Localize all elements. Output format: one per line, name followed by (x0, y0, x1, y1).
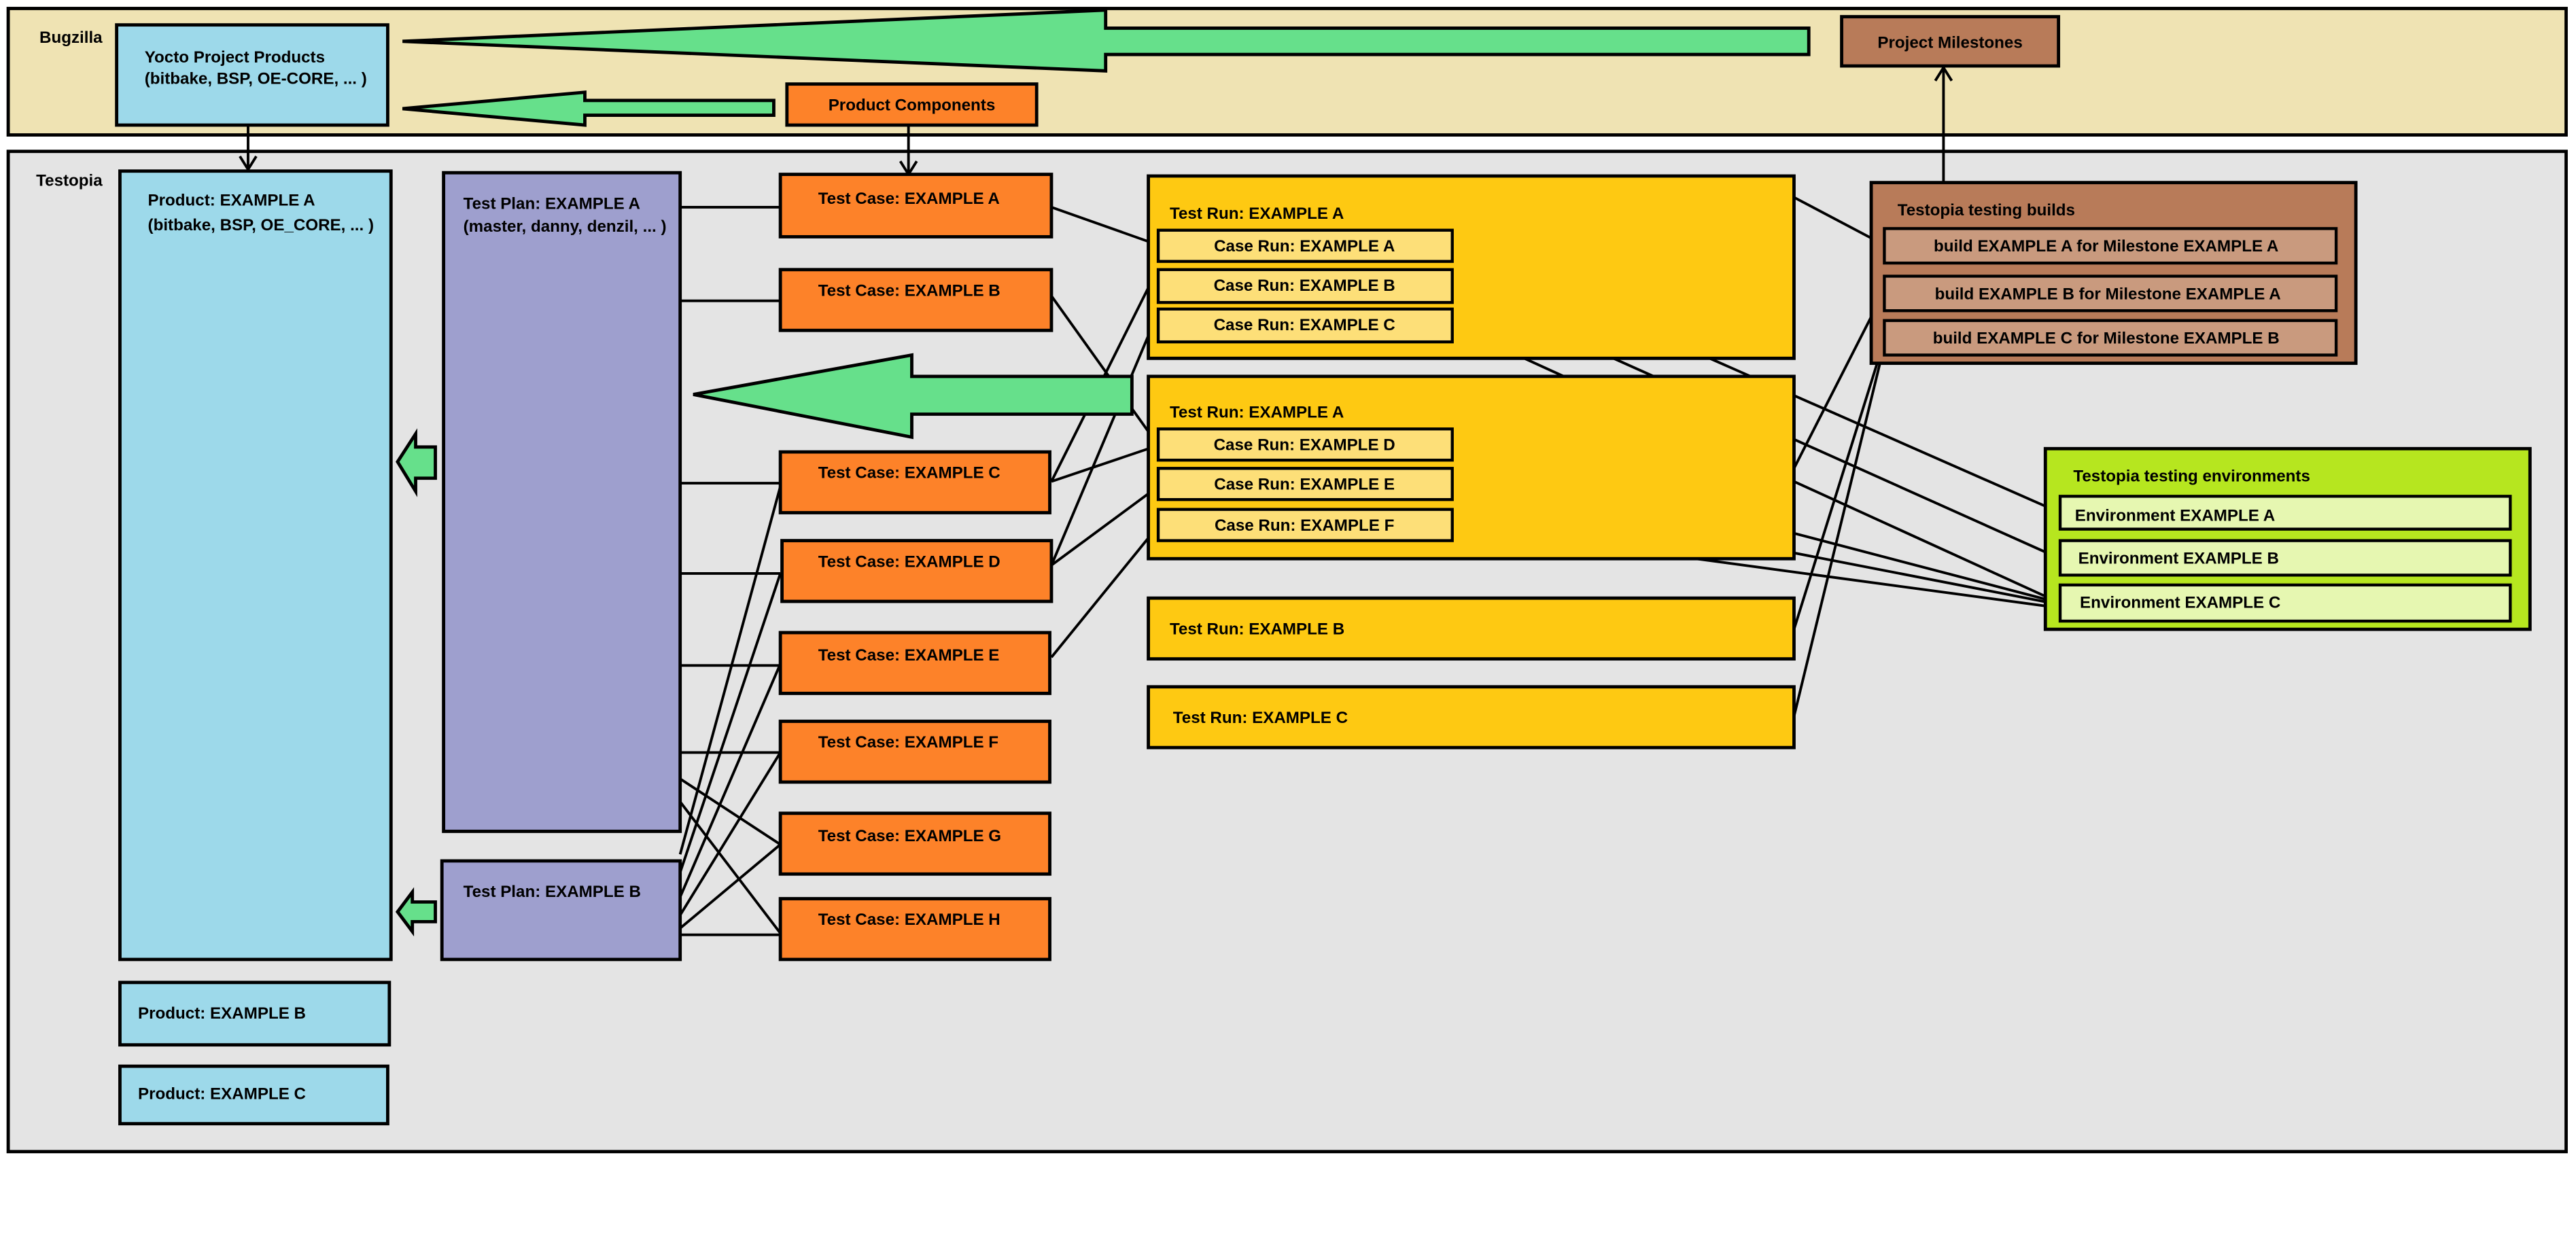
yocto-products-subtitle: (bitbake, BSP, OE-CORE, ... ) (145, 70, 367, 88)
build-label: build EXAMPLE B for Milestone EXAMPLE A (1935, 285, 2281, 303)
test-case-label: Test Case: EXAMPLE A (818, 190, 1000, 208)
build-item-c[interactable]: build EXAMPLE C for Milestone EXAMPLE B (1883, 319, 2338, 357)
product-box-a[interactable]: Product: EXAMPLE A (bitbake, BSP, OE_COR… (118, 169, 393, 962)
connector-line (1050, 311, 1160, 566)
testopia-label: Testopia (36, 172, 103, 190)
test-case-label: Test Case: EXAMPLE D (818, 552, 1000, 571)
test-run-label: Test Run: EXAMPLE A (1170, 403, 1344, 421)
test-case-label: Test Case: EXAMPLE C (818, 464, 1000, 482)
test-case-box-e[interactable]: Test Case: EXAMPLE E (778, 631, 1051, 695)
project-milestones-label: Project Milestones (1877, 33, 2022, 52)
environment-item-a[interactable]: Environment EXAMPLE A (2058, 495, 2512, 531)
connector-line (1792, 290, 1886, 470)
case-run-box-d[interactable]: Case Run: EXAMPLE D (1156, 427, 1454, 462)
connector-line (678, 663, 782, 898)
build-item-a[interactable]: build EXAMPLE A for Milestone EXAMPLE A (1883, 227, 2338, 265)
connector-line (1050, 485, 1160, 567)
environment-label: Environment EXAMPLE C (2080, 594, 2280, 612)
test-case-label: Test Case: EXAMPLE F (818, 733, 998, 752)
product-components-label: Product Components (829, 96, 996, 114)
case-run-label: Case Run: EXAMPLE D (1214, 436, 1395, 455)
test-case-box-g[interactable]: Test Case: EXAMPLE G (778, 811, 1051, 876)
bugzilla-label: Bugzilla (39, 29, 103, 47)
connector-line (679, 752, 782, 916)
test-run-label: Test Run: EXAMPLE B (1170, 620, 1344, 638)
connector-line (1792, 345, 1886, 717)
test-plan-subtitle: (master, danny, denzil, ... ) (464, 217, 667, 236)
case-run-box-a[interactable]: Case Run: EXAMPLE A (1156, 228, 1454, 263)
case-run-box-c[interactable]: Case Run: EXAMPLE C (1156, 307, 1454, 344)
build-item-b[interactable]: build EXAMPLE B for Milestone EXAMPLE A (1883, 275, 2338, 313)
connector-line (1793, 196, 1885, 247)
test-case-label: Test Case: EXAMPLE E (818, 646, 1000, 665)
test-case-box-c[interactable]: Test Case: EXAMPLE C (778, 450, 1051, 514)
case-run-label: Case Run: EXAMPLE B (1214, 277, 1395, 295)
connector-line (1792, 340, 1886, 630)
product-box-b[interactable]: Product: EXAMPLE B (118, 981, 391, 1047)
case-run-box-e[interactable]: Case Run: EXAMPLE E (1156, 467, 1454, 501)
test-run-label: Test Run: EXAMPLE A (1170, 205, 1344, 223)
case-run-label: Case Run: EXAMPLE E (1214, 476, 1395, 494)
test-case-box-f[interactable]: Test Case: EXAMPLE F (778, 720, 1051, 784)
testing-builds-label: Testopia testing builds (1898, 201, 2075, 219)
connector-line (1050, 525, 1160, 658)
environment-label: Environment EXAMPLE A (2075, 507, 2275, 525)
connector-line (1051, 444, 1159, 483)
test-case-label: Test Case: EXAMPLE H (818, 911, 1000, 929)
case-run-box-b[interactable]: Case Run: EXAMPLE B (1156, 268, 1454, 304)
test-case-box-b[interactable]: Test Case: EXAMPLE B (778, 268, 1054, 332)
test-run-box-b[interactable]: Test Run: EXAMPLE B (1147, 596, 1796, 661)
case-run-label: Case Run: EXAMPLE C (1214, 316, 1395, 334)
test-plan-box-a[interactable]: Test Plan: EXAMPLE A (master, danny, den… (442, 171, 682, 833)
testing-environments-label: Testopia testing environments (2073, 468, 2310, 486)
bugzilla-section: Bugzilla Yocto Project Products (bitbake… (6, 7, 2568, 137)
test-case-label: Test Case: EXAMPLE B (818, 281, 1000, 300)
test-plan-title: Test Plan: EXAMPLE A (464, 194, 640, 213)
test-plan-title: Test Plan: EXAMPLE B (464, 883, 641, 901)
green-arrow-left-icon (402, 8, 1811, 73)
green-arrow-left-icon (693, 353, 1134, 440)
green-arrow-left-icon (396, 428, 437, 497)
environment-label: Environment EXAMPLE B (2078, 549, 2279, 567)
case-run-label: Case Run: EXAMPLE A (1214, 237, 1395, 255)
test-plan-box-b[interactable]: Test Plan: EXAMPLE B (440, 859, 682, 962)
test-case-box-h[interactable]: Test Case: EXAMPLE H (778, 897, 1051, 962)
green-arrow-left-icon (395, 887, 437, 937)
product-title: Product: EXAMPLE A (148, 192, 315, 210)
arrow-up-icon (1934, 65, 1953, 82)
connector-line (678, 573, 782, 873)
connector-line (678, 486, 782, 855)
case-run-label: Case Run: EXAMPLE F (1215, 516, 1394, 535)
test-case-label: Test Case: EXAMPLE G (818, 827, 1001, 845)
test-case-box-a[interactable]: Test Case: EXAMPLE A (778, 173, 1054, 239)
case-run-box-f[interactable]: Case Run: EXAMPLE F (1156, 508, 1454, 542)
environment-item-b[interactable]: Environment EXAMPLE B (2058, 539, 2512, 577)
product-box-c[interactable]: Product: EXAMPLE C (118, 1064, 389, 1126)
product-title: Product: EXAMPLE B (138, 1004, 306, 1023)
product-components-box[interactable]: Product Components (785, 82, 1039, 127)
build-label: build EXAMPLE C for Milestone EXAMPLE B (1933, 330, 2280, 348)
green-arrow-left-icon (402, 90, 776, 127)
test-case-box-d[interactable]: Test Case: EXAMPLE D (780, 539, 1054, 603)
connector-line (679, 843, 782, 930)
yocto-products-title: Yocto Project Products (145, 48, 325, 67)
yocto-products-box[interactable]: Yocto Project Products (bitbake, BSP, OE… (115, 23, 389, 127)
test-run-label: Test Run: EXAMPLE C (1173, 709, 1348, 727)
build-label: build EXAMPLE A for Milestone EXAMPLE A (1934, 237, 2278, 255)
environment-item-c[interactable]: Environment EXAMPLE C (2058, 583, 2512, 623)
testing-builds-frame: Testopia testing builds (1869, 181, 2358, 365)
project-milestones-box[interactable]: Project Milestones (1840, 15, 2061, 68)
product-subtitle: (bitbake, BSP, OE_CORE, ... ) (148, 216, 374, 234)
product-title: Product: EXAMPLE C (138, 1085, 306, 1103)
test-run-box-c[interactable]: Test Run: EXAMPLE C (1147, 685, 1796, 750)
connector-line (1051, 206, 1159, 247)
connector-line (1050, 295, 1160, 446)
